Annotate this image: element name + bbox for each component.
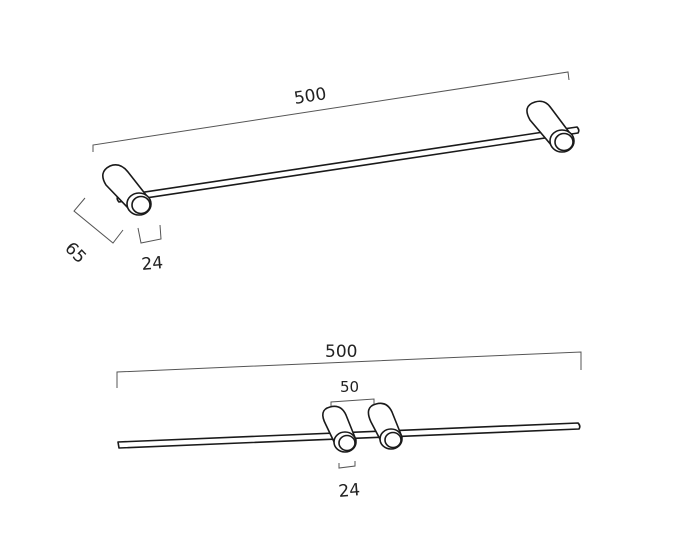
length-label: 500	[293, 84, 328, 109]
holder-width-label: 24	[338, 480, 361, 502]
holder-width-label: 24	[141, 253, 164, 275]
right-holder	[367, 402, 403, 450]
length-dimension-line	[92, 71, 570, 152]
depth-dimension-line	[73, 197, 124, 244]
rail-bar	[116, 126, 580, 203]
length-label: 500	[325, 342, 357, 362]
front-view: 500 50 24	[116, 342, 582, 502]
holder-spacing-dimension-line	[330, 398, 375, 408]
length-dimension-line	[116, 351, 582, 388]
depth-label: 65	[60, 238, 89, 267]
left-holder	[102, 164, 152, 216]
holder-width-dimension-line	[338, 461, 356, 469]
top-view: 500 65 24	[60, 71, 580, 275]
holder-width-dimension-line	[137, 224, 162, 244]
holder-spacing-label: 50	[340, 378, 359, 396]
left-holder	[322, 405, 357, 453]
right-holder	[526, 100, 575, 153]
